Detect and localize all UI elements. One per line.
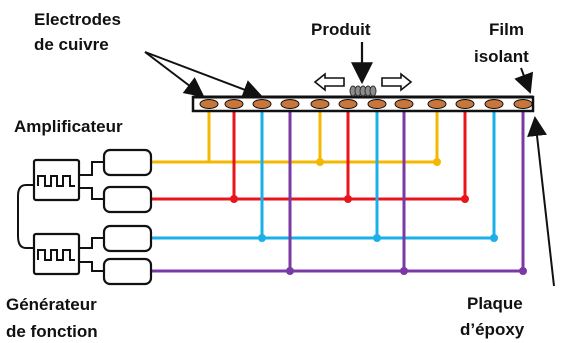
electrodes-label-line2: de cuivre: [34, 35, 109, 54]
generator-label-line1: Générateur: [6, 295, 97, 314]
film-pointer: [514, 67, 534, 94]
junction-dot: [490, 234, 498, 242]
wire-phase-2: [149, 106, 467, 201]
square-wave-icon: [37, 175, 75, 187]
product-coil: [349, 85, 377, 97]
generator-label-line2: de fonction: [6, 322, 98, 341]
junction-dot: [461, 195, 469, 203]
wire-phase-4: [149, 106, 525, 273]
amplifier-box-2: [102, 185, 153, 214]
hollow-arrow-right-icon: [381, 72, 413, 92]
function-generator-1: [32, 158, 81, 202]
copper-electrode: [513, 99, 533, 109]
copper-electrode: [427, 99, 447, 109]
junction-dot: [433, 158, 441, 166]
copper-electrode: [224, 99, 244, 109]
junction-dot: [230, 195, 238, 203]
copper-electrode: [394, 99, 414, 109]
copper-electrode: [367, 99, 387, 109]
film-label-line2: isolant: [474, 47, 529, 66]
electrodes-label-line1: Electrodes: [34, 10, 121, 29]
junction-dot: [400, 267, 408, 275]
epoxy-plate: [191, 95, 535, 113]
wire-phase-3: [149, 106, 496, 240]
amplifier-box-1: [102, 148, 153, 177]
copper-electrode: [280, 99, 300, 109]
copper-electrode: [338, 99, 358, 109]
electrodes-pointer-2: [144, 51, 263, 99]
copper-electrode: [310, 99, 330, 109]
plate-label-line2: d’époxy: [460, 320, 525, 339]
copper-electrodes: [199, 99, 533, 109]
junction-dot: [373, 234, 381, 242]
plate-label-line1: Plaque: [467, 294, 523, 313]
amplifier-box-4: [102, 257, 153, 286]
copper-electrode: [252, 99, 272, 109]
junction-dot: [286, 267, 294, 275]
amplifier-label: Amplificateur: [14, 117, 123, 136]
wire-junctions: [230, 158, 527, 275]
film-label-line1: Film: [489, 20, 524, 39]
junction-dot: [344, 195, 352, 203]
copper-electrode: [199, 99, 219, 109]
copper-electrode: [484, 99, 504, 109]
junction-dot: [316, 158, 324, 166]
copper-electrode: [455, 99, 475, 109]
product-label: Produit: [311, 20, 371, 39]
square-wave-icon: [37, 249, 75, 261]
junction-dot: [258, 234, 266, 242]
hollow-arrow-left-icon: [313, 72, 345, 92]
function-generator-2: [32, 232, 81, 276]
electrodes-pointer-1: [144, 51, 205, 98]
generator-connections: [17, 161, 104, 272]
wire-phase-1: [149, 106, 439, 164]
amplifier-box-3: [102, 224, 153, 253]
plate-pointer: [527, 116, 555, 287]
junction-dot: [519, 267, 527, 275]
